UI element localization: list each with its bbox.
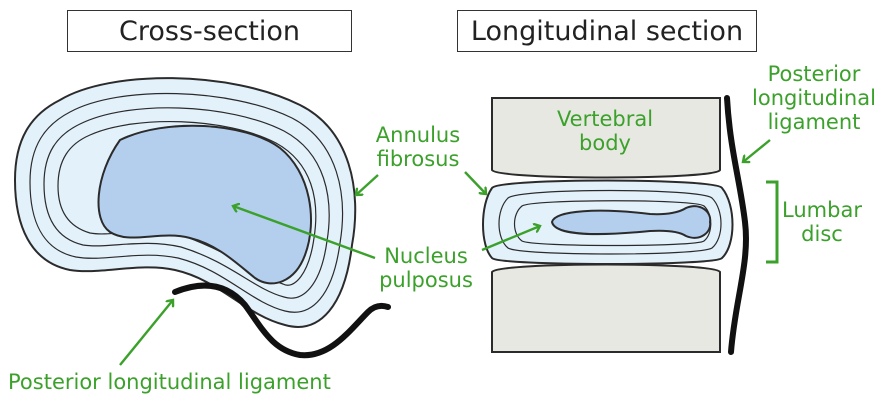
posterior-longitudinal-ligament-bottom-label: Posterior longitudinal ligament (8, 370, 388, 394)
arrow-annulus-long (465, 172, 486, 194)
vertebral-body-lower (492, 265, 720, 353)
arrow-annulus-cross (356, 175, 378, 195)
longitudinal-section-title: Longitudinal section (457, 10, 757, 52)
vertebral-body-label: Vertebral body (545, 107, 665, 155)
cross-section-disc (15, 78, 388, 355)
annulus-fibrosus-label: Annulus fibrosus (368, 123, 468, 171)
lumbar-disc-bracket (766, 182, 777, 262)
arrow-ligament-right (743, 140, 770, 162)
arrow-ligament-bottom (120, 300, 173, 365)
nucleus-pulposus-label: Nucleus pulposus (366, 244, 486, 292)
cross-section-title: Cross-section (67, 10, 352, 52)
lumbar-disc-label: Lumbar disc (782, 198, 862, 246)
posterior-longitudinal-ligament-right-label: Posterior longitudinal ligament (744, 62, 884, 134)
